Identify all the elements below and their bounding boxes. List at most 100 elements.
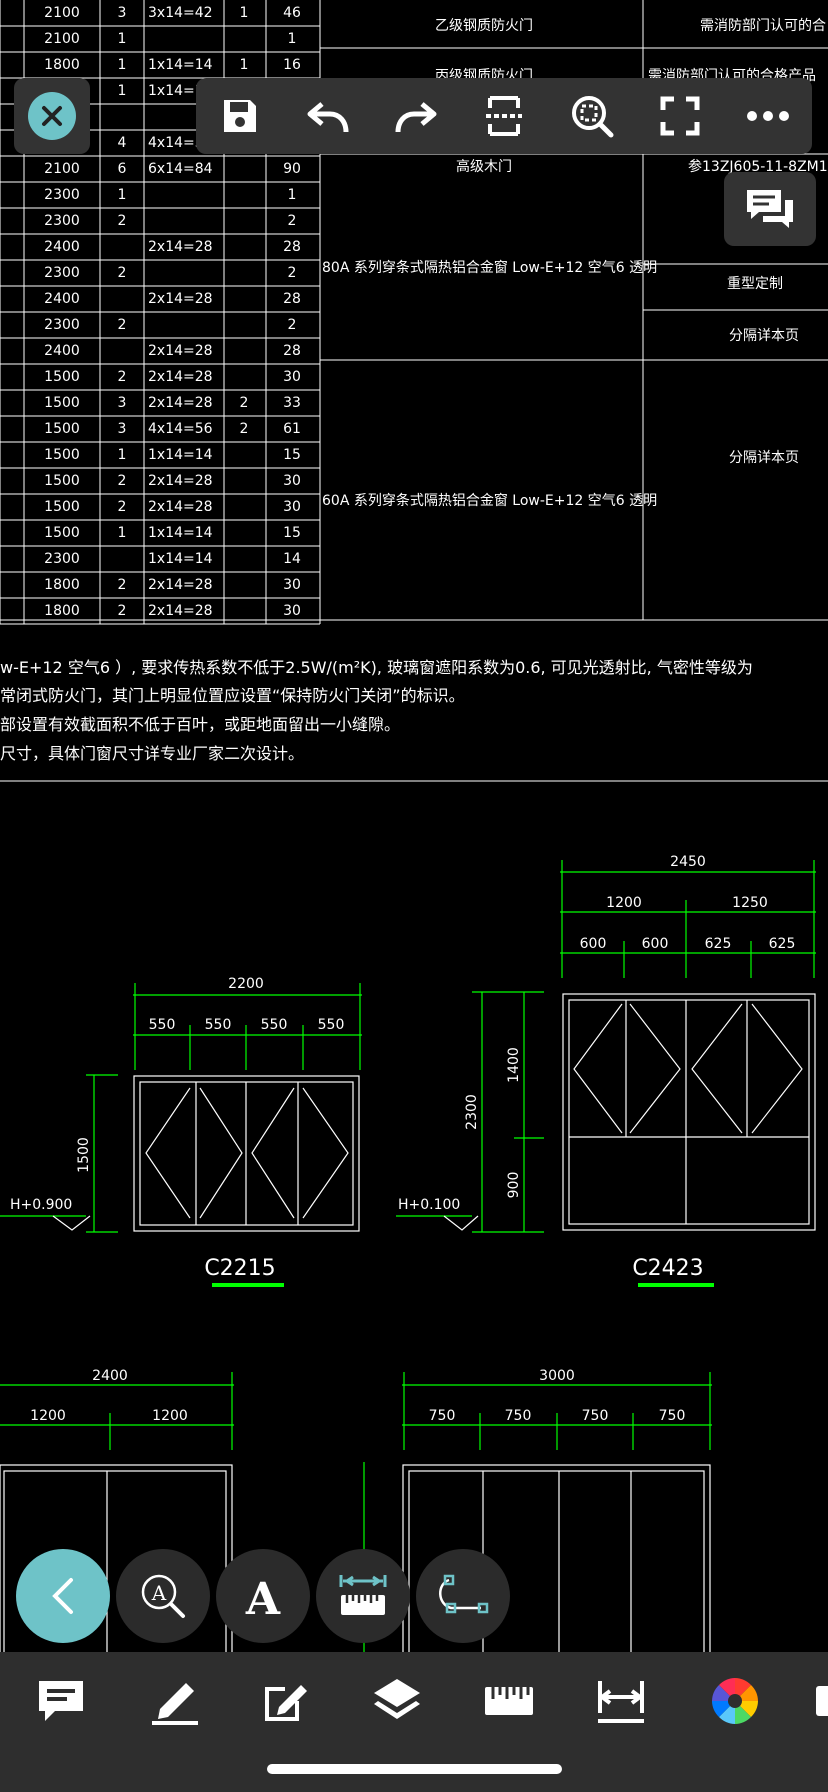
table-cell: 2300	[44, 213, 80, 229]
back-icon	[52, 1578, 73, 1614]
table-cell: 2	[118, 265, 127, 281]
text-search-button[interactable]: A	[116, 1549, 210, 1643]
layers-button[interactable]	[362, 1666, 432, 1736]
note-line-4: 尺寸，具体门窗尺寸详专业厂家二次设计。	[0, 744, 304, 763]
color-picker-button[interactable]	[700, 1666, 770, 1736]
remark-e: 分隔详本页	[729, 328, 799, 344]
remark-d: 重型定制	[727, 276, 783, 292]
table-cell: 2x14=28	[148, 343, 213, 359]
table-cell: 61	[283, 421, 301, 437]
table-cell: 30	[283, 603, 301, 619]
comments-button[interactable]	[724, 172, 816, 246]
svg-text:A: A	[151, 1581, 167, 1605]
table-cell: 2300	[44, 317, 80, 333]
save-button[interactable]	[210, 86, 270, 146]
overflow-tool-edge[interactable]	[816, 1686, 828, 1716]
table-cell: 1500	[44, 447, 80, 463]
table-cell: 2x14=28	[148, 473, 213, 489]
table-cell: 2	[118, 603, 127, 619]
table-cell: 2x14=28	[148, 239, 213, 255]
table-cell: 1	[118, 187, 127, 203]
table-cell: 14	[283, 551, 301, 567]
table-cell: 16	[283, 57, 301, 73]
table-cell: 2300	[44, 551, 80, 567]
table-cell: 1500	[44, 395, 80, 411]
table-cell: 2	[118, 577, 127, 593]
zoom-window-button[interactable]	[562, 86, 622, 146]
table-cell: 1	[240, 57, 249, 73]
top-toolbar	[196, 78, 812, 154]
pen-button[interactable]	[140, 1666, 210, 1736]
table-cell: 3	[118, 421, 127, 437]
text-tool-button[interactable]: A	[216, 1549, 310, 1643]
fullscreen-icon	[660, 96, 700, 136]
c2423-part-4: 625	[769, 936, 796, 952]
table-cell: 28	[283, 343, 301, 359]
table-cell: 30	[283, 577, 301, 593]
table-cell: 1x14=14	[148, 447, 213, 463]
table-cell: 2	[288, 265, 297, 281]
home-indicator	[267, 1764, 562, 1774]
save-icon	[224, 100, 256, 132]
table-cell: 4x14=56	[148, 421, 213, 437]
fullscreen-button[interactable]	[650, 86, 710, 146]
w3000-total: 3000	[539, 1368, 575, 1384]
annotation-button[interactable]	[26, 1666, 96, 1736]
more-button[interactable]	[738, 86, 798, 146]
annotation-icon	[39, 1681, 83, 1721]
ruler-button[interactable]	[474, 1666, 544, 1736]
c2423-height-top: 1400	[506, 1047, 522, 1083]
dimension-icon	[598, 1681, 644, 1723]
remark-c: 参13ZJ605-11-8ZM1021	[688, 158, 828, 175]
table-cell: 1800	[44, 57, 80, 73]
polyline-measure-icon	[439, 1574, 489, 1614]
table-cell: 2x14=28	[148, 395, 213, 411]
table-cell: 2400	[44, 291, 80, 307]
table-cell: 6	[118, 161, 127, 177]
back-button[interactable]	[16, 1549, 110, 1643]
undo-button[interactable]	[298, 86, 358, 146]
c2215-part-1: 550	[149, 1017, 176, 1033]
window-c2423-drawing: 2450 1200 1250 600 600 625 625 2300 1400…	[396, 854, 816, 1287]
window-c2215-drawing: 2200 550 550 550 550 1500 H+0.900 C2215	[0, 976, 362, 1287]
measure-ruler-button[interactable]	[316, 1549, 410, 1643]
w2400-total: 2400	[92, 1368, 128, 1384]
table-cell: 1	[240, 5, 249, 21]
table-cell: 28	[283, 291, 301, 307]
edit-button[interactable]	[250, 1666, 320, 1736]
undo-icon	[307, 102, 349, 133]
measure-area-icon	[486, 96, 522, 136]
table-cell: 2400	[44, 343, 80, 359]
table-cell: 2x14=28	[148, 603, 213, 619]
note-line-1: w-E+12 空气6 ）, 要求传热系数不低于2.5W/(m²K), 玻璃窗遮阳…	[0, 658, 753, 677]
dimension-button[interactable]	[586, 1666, 656, 1736]
table-cell: 1	[118, 83, 127, 99]
comment-icon	[747, 190, 793, 228]
text-icon: A	[245, 1574, 281, 1620]
table-cell: 30	[283, 473, 301, 489]
table-cell: 2	[288, 317, 297, 333]
table-cell: 2300	[44, 187, 80, 203]
c2215-part-4: 550	[318, 1017, 345, 1033]
c2423-mid-1: 1200	[606, 895, 642, 911]
table-cell: 2x14=28	[148, 499, 213, 515]
polyline-measure-button[interactable]	[416, 1549, 510, 1643]
c2423-sill: H+0.100	[398, 1197, 460, 1213]
table-cell: 2	[118, 369, 127, 385]
table-cell: 33	[283, 395, 301, 411]
table-cell: 2300	[44, 265, 80, 281]
table-cell: 1500	[44, 525, 80, 541]
table-cell: 1x14=14	[148, 551, 213, 567]
table-cell: 6x14=84	[148, 161, 213, 177]
measure-area-button[interactable]	[474, 86, 534, 146]
table-cell: 1	[118, 525, 127, 541]
c2215-label: C2215	[204, 1256, 275, 1281]
edit-icon	[265, 1685, 307, 1721]
table-cell: 1	[118, 57, 127, 73]
c2215-total: 2200	[228, 976, 264, 992]
svg-text:A: A	[245, 1574, 281, 1620]
close-button[interactable]	[14, 78, 90, 154]
redo-button[interactable]	[386, 86, 446, 146]
text-search-icon: A	[141, 1574, 185, 1618]
